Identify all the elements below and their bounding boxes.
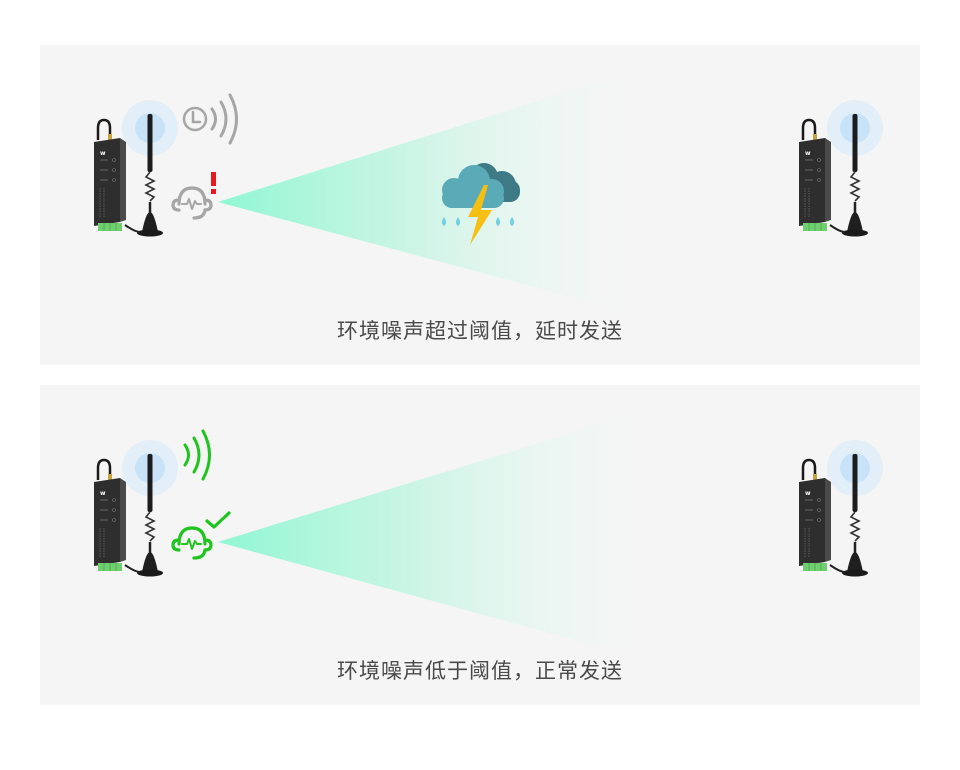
receiver-device [797,98,885,238]
panel-noise-high: 环境噪声超过阈值，延时发送 [40,45,920,365]
signal-waves-icon [183,429,211,481]
signal-beam [218,75,620,310]
sender-device [92,438,180,578]
signal-beam [218,415,630,655]
sender-device [92,98,180,238]
checkmark-icon [205,511,231,529]
clock-signal-icon [182,93,238,145]
thunderstorm-cloud-icon [442,163,520,245]
exclamation-icon [211,172,216,194]
headset-waveform-icon [171,526,213,560]
panel-noise-low: 环境噪声低于阈值，正常发送 [40,385,920,705]
caption: 环境噪声低于阈值，正常发送 [337,659,623,683]
headset-waveform-icon [171,186,213,220]
receiver-device [797,438,885,578]
caption: 环境噪声超过阈值，延时发送 [337,319,623,343]
